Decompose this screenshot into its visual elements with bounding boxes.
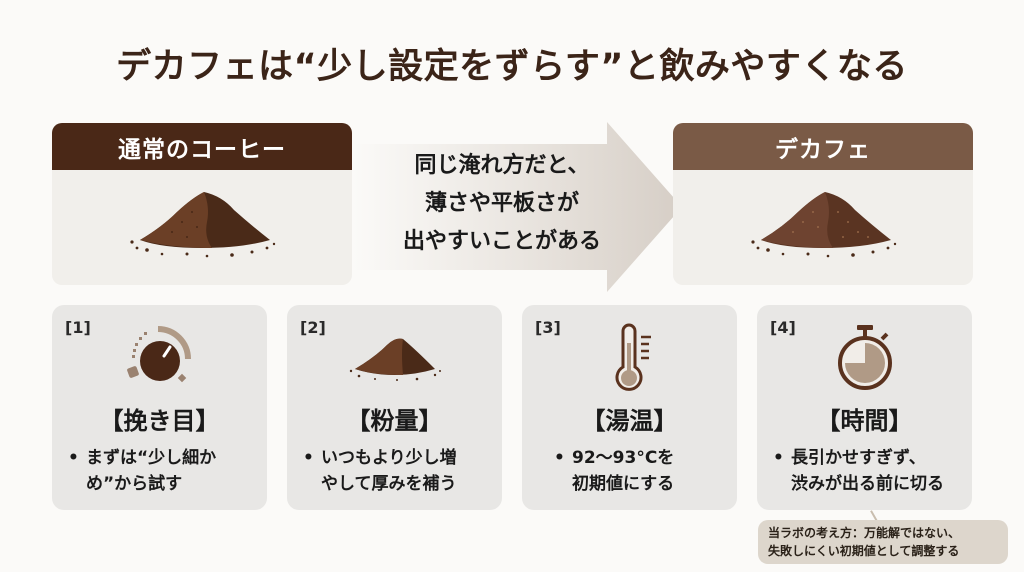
card-desc-line-1: まずは“少し細か xyxy=(86,448,217,468)
card-desc-line-1: いつもより少し増 xyxy=(321,448,457,468)
bullet: • xyxy=(68,448,79,468)
lab-philosophy-note: 当ラボの考え方：万能解ではない、 失敗しにくい初期値として調整する xyxy=(758,520,1008,564)
decaf-panel: デカフェ xyxy=(673,123,973,285)
card-number: [3] xyxy=(535,318,561,337)
card-desc-line-2: 渋みが出る前に切る xyxy=(791,474,944,494)
decaf-header: デカフェ xyxy=(673,123,973,170)
comparison-arrow: 同じ淹れ方だと、 薄さや平板さが 出やすいことがある xyxy=(352,122,682,292)
card-brew-time: [4] 【時間】 • 長引かせすぎず、 渋みが出る前に切る xyxy=(757,305,972,510)
note-line-2: 失敗しにくい初期値として調整する xyxy=(768,544,960,558)
card-label: 【粉量】 xyxy=(346,407,443,435)
note-line-1: 当ラボの考え方：万能解ではない、 xyxy=(768,526,961,540)
card-desc-line-1: 長引かせすぎず、 xyxy=(791,448,926,468)
bullet: • xyxy=(303,448,314,468)
regular-coffee-panel: 通常のコーヒー xyxy=(52,123,352,285)
thermometer-icon xyxy=(615,323,651,391)
page-title: デカフェは“少し設定をずらす”と飲みやすくなる xyxy=(116,47,908,87)
arrow-text-line-3: 出やすいことがある xyxy=(402,229,601,254)
card-desc-line-2: 初期値にする xyxy=(572,474,675,494)
card-water-temp: [3] 【湯温】 • 92〜93°Cを 初期値にする xyxy=(522,305,737,510)
card-number: [4] xyxy=(770,318,796,337)
card-label: 【挽き目】 xyxy=(99,407,220,435)
card-coffee-amount: [2] 【粉量】 • いつもより少し増 やして厚みを補う xyxy=(287,305,502,510)
coffee-grounds-pile-icon xyxy=(751,192,897,258)
card-number: [1] xyxy=(65,318,91,337)
coffee-grounds-pile-icon xyxy=(130,192,276,258)
regular-coffee-header: 通常のコーヒー xyxy=(52,123,352,170)
card-label: 【時間】 xyxy=(816,407,913,435)
card-desc-line-1: 92〜93°Cを xyxy=(572,448,675,468)
card-label: 【湯温】 xyxy=(581,407,678,435)
card-grind-size: [1] 【挽き目】 • まずは“少し細か め”から試す xyxy=(52,305,267,510)
bullet: • xyxy=(554,448,565,468)
stopwatch-icon xyxy=(837,325,892,390)
bullet: • xyxy=(773,448,784,468)
arrow-text-line-2: 薄さや平板さが xyxy=(424,191,579,216)
card-number: [2] xyxy=(300,318,326,337)
coffee-grounds-icon xyxy=(349,338,441,381)
card-desc-line-2: やして厚みを補う xyxy=(321,474,457,494)
arrow-text-line-1: 同じ淹れ方だと、 xyxy=(414,153,590,178)
card-desc-line-2: め”から試す xyxy=(86,474,183,494)
grind-dial-icon xyxy=(126,326,191,383)
